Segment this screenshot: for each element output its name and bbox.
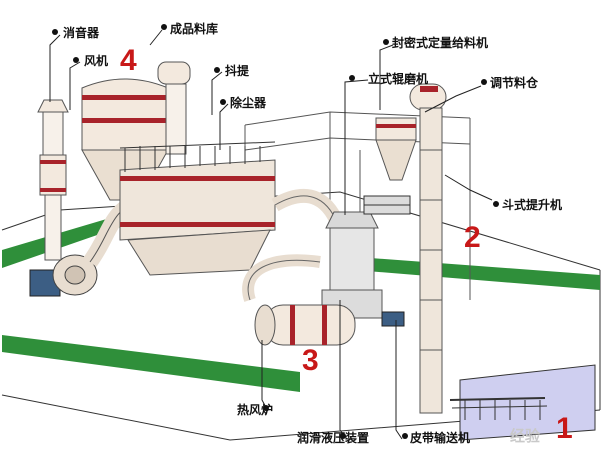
label-sealed-feeder: 封密式定量给料机: [392, 36, 489, 50]
pit-area: [449, 364, 596, 441]
leader-dots: [52, 24, 499, 439]
label-vertical-mill: 立式辊磨机: [368, 72, 429, 86]
label-dust-collector: 除尘器: [230, 96, 267, 110]
watermark: 经验: [510, 427, 541, 445]
label-belt-conveyor: 皮带输送机: [410, 431, 471, 445]
hot-air-furnace: [254, 304, 356, 346]
dust-collector: [119, 141, 276, 276]
step-number-1: 1: [556, 412, 573, 445]
bucket-elevator: [409, 83, 447, 414]
step-number-2: 2: [464, 221, 481, 254]
elevator-four: [157, 61, 191, 155]
label-bucket-elevator: 斗式提升机: [502, 198, 563, 212]
label-product-silo: 成品料库: [170, 22, 219, 36]
vertical-mill: [321, 211, 383, 319]
hydraulic-unit: [381, 311, 405, 327]
label-elevator-top: 抖提: [225, 64, 250, 78]
regulating-bin: [363, 117, 417, 215]
label-regulating-bin: 调节料仓: [490, 76, 539, 90]
floor-green-bands: [2, 215, 600, 392]
label-fan: 风机: [84, 54, 109, 68]
label-hydraulic-unit: 润滑液压装置: [297, 431, 370, 445]
step-number-4: 4: [120, 44, 137, 77]
label-silencer: 消音器: [63, 26, 100, 40]
silencer-stack: [37, 99, 69, 261]
label-hot-air-furnace: 热风炉: [237, 403, 274, 417]
step-number-3: 3: [302, 344, 319, 377]
